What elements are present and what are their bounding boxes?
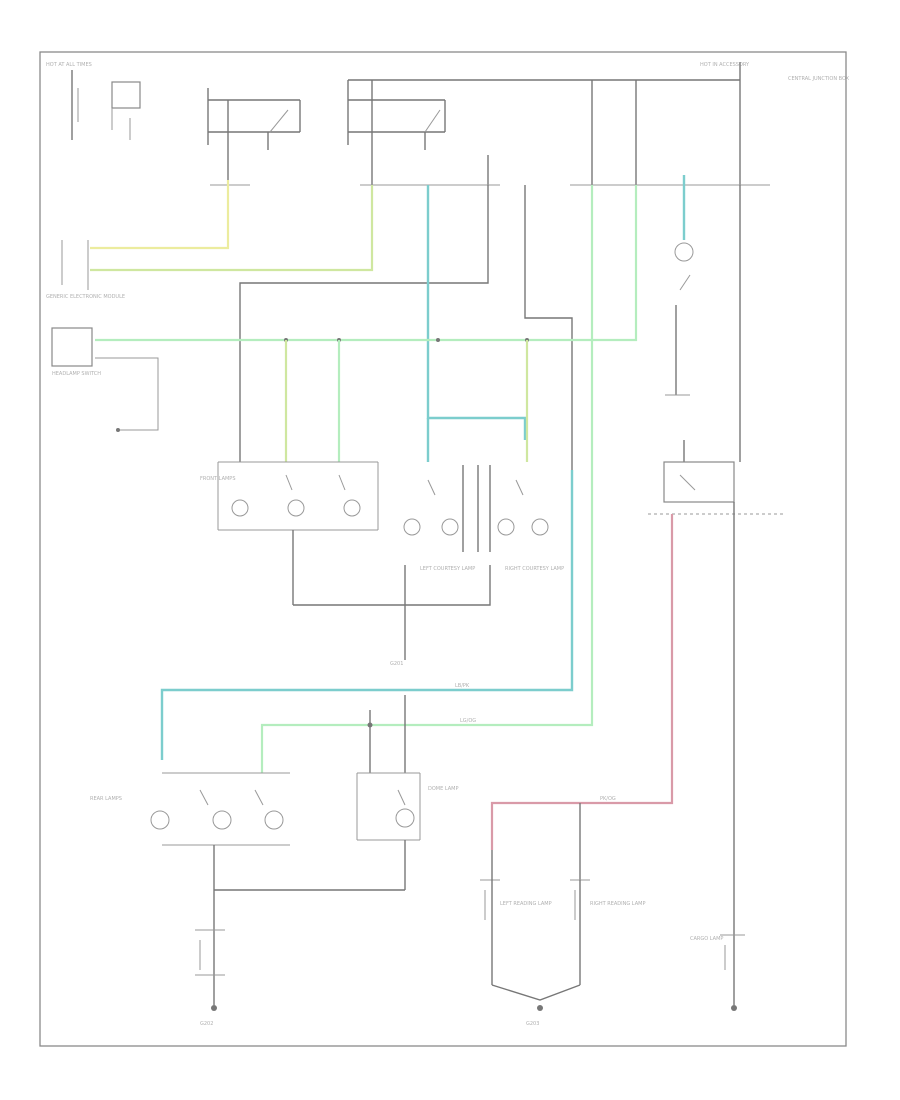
right-reading-label: RIGHT READING LAMP [590,901,645,907]
right-lamps-label: RIGHT COURTESY LAMP [505,566,564,572]
rear-lamps-label: REAR LAMPS [90,796,122,802]
wire-code-6-label: PK/OG [600,796,616,802]
ground-1-label: G201 [390,661,403,667]
wire-ygreen-left [90,185,374,272]
wire-yellow-left [90,180,230,250]
reading-lamp-group: LEFT READING LAMP RIGHT READING LAMP [480,850,645,1001]
left-reading-label: LEFT READING LAMP [500,901,552,907]
wire-green-lower [260,185,594,773]
wire-gray-module [239,185,489,462]
cargo-lamp-group: CARGO LAMP [690,934,745,970]
bottom-left-relay [195,929,225,976]
dome-lamp-label: DOME LAMP [428,786,459,792]
headlamp-switch-box [51,327,93,367]
rear-lamp-group: REAR LAMPS [90,772,290,1005]
diagram-frame [39,51,847,1047]
wire-green-horizontal [95,185,638,342]
right-relay-box [648,461,786,1005]
ground-2-label: G202 [200,1021,213,1027]
wire-teal-main [426,185,527,440]
front-lamp-group: FRONT LAMPS [200,461,379,605]
wire-code-2-label: LG/OG [460,718,476,724]
fuse-left [71,70,141,140]
courtesy-lamp-group: LEFT COURTESY LAMP RIGHT COURTESY LAMP [403,465,564,660]
wire-teal-lower [160,470,574,760]
right-switch-column [665,175,741,462]
central-junction-label: CENTRAL JUNCTION BOX [788,76,850,82]
front-lamps-label: FRONT LAMPS [200,476,236,482]
ground-3-label: G203 [526,1021,539,1027]
relay-switch-2 [347,79,740,185]
wire-gray-right [524,185,573,470]
headlamp-switch-label: HEADLAMP SWITCH [52,371,101,377]
hot-all-times-label: HOT AT ALL TIMES [46,62,92,68]
ground-symbols: G202 G203 [200,1005,737,1027]
generic-module-label: GENERIC ELECTRONIC MODULE [46,294,125,300]
left-lamps-label: LEFT COURTESY LAMP [420,566,475,572]
wire-pink [490,514,674,850]
switch-ground-wire [95,357,159,431]
relay-switch-1 [207,88,301,180]
hot-accessory-label: HOT IN ACCESSORY [700,62,750,68]
cargo-lamp-label: CARGO LAMP [690,936,723,942]
dome-lamp-group: DOME LAMP [356,772,459,890]
wire-code-label: LB/PK [455,683,470,689]
mid-ground-bus [293,590,491,606]
